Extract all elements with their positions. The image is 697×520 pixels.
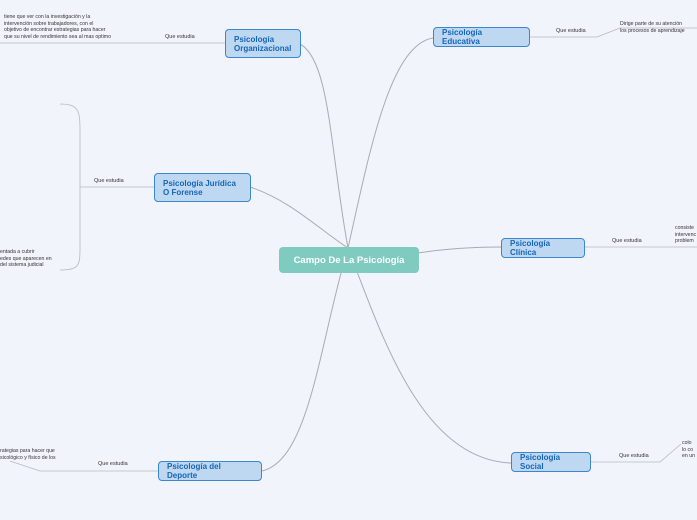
node-label: Psicología del Deporte xyxy=(167,462,221,480)
connector-deporte xyxy=(261,247,349,472)
description-educativa: Dirige parte de su atención los procesos… xyxy=(620,21,685,34)
link-label-organizacional: Que estudia xyxy=(165,34,195,40)
node-label: Psicología Clínica xyxy=(510,239,551,257)
node-psicologia-juridica[interactable]: Psicología Jurídica O Forense xyxy=(154,173,251,202)
connector-clinica xyxy=(417,246,502,254)
node-psicologia-organizacional[interactable]: Psicología Organizacional xyxy=(225,29,301,58)
central-topic[interactable]: Campo De La Psicología xyxy=(279,247,419,273)
node-label: Psicología Jurídica O Forense xyxy=(163,178,236,197)
node-psicologia-social[interactable]: Psicología Social xyxy=(511,452,591,472)
description-deporte: rategias para hacer que sicológico y fís… xyxy=(0,448,56,461)
link-label-social: Que estudia xyxy=(619,453,649,459)
node-psicologia-deporte[interactable]: Psicología del Deporte xyxy=(158,461,262,481)
description-organizacional: tiene que ver con la investigación y la … xyxy=(4,14,111,40)
link-label-clinica: Que estudia xyxy=(612,238,642,244)
branch-bracket-juridica xyxy=(59,103,81,271)
connector-organizacional xyxy=(299,43,349,249)
connector-educativa xyxy=(347,37,434,249)
node-label: Psicología Social xyxy=(520,453,561,471)
connector-juridica xyxy=(249,186,349,249)
node-label: Psicología Educativa xyxy=(442,28,483,46)
description-social: colo lo co en un xyxy=(682,440,695,460)
branch-line-deporte xyxy=(9,460,158,472)
link-label-juridica: Que estudia xyxy=(94,178,124,184)
connector-social xyxy=(347,247,512,464)
branch-line-educativa xyxy=(530,27,697,38)
description-juridica: entada a cubrir edes que aparecen en del… xyxy=(0,249,52,269)
link-label-educativa: Que estudia xyxy=(556,28,586,34)
link-label-deporte: Que estudia xyxy=(98,461,128,467)
node-label: Psicología Organizacional xyxy=(234,34,292,53)
central-topic-label: Campo De La Psicología xyxy=(293,254,405,266)
branch-line-social xyxy=(591,443,682,463)
node-psicologia-clinica[interactable]: Psicología Clínica xyxy=(501,238,585,258)
node-psicologia-educativa[interactable]: Psicología Educativa xyxy=(433,27,530,47)
description-clinica: consiste intervenc problem xyxy=(675,225,697,245)
